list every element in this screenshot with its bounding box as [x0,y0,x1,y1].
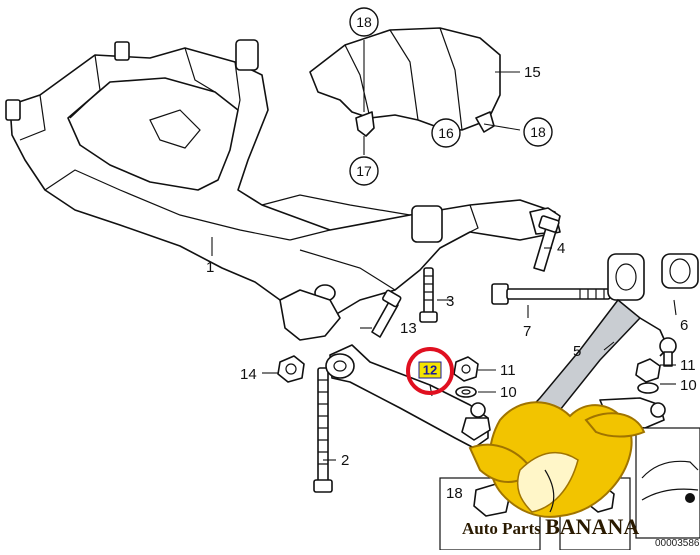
leader-lines [211,40,677,461]
callout-13: 13 [400,320,417,337]
callout-3: 3 [446,293,454,310]
highlighted-part-marker: 12 [406,347,454,395]
nut-11-right [635,358,661,383]
callout-circle-18-top [349,7,379,37]
callout-18-top: 18 [356,14,372,30]
inset-box-right [635,427,700,539]
highlight-box [418,361,442,379]
wishbone-control-arm [325,344,491,449]
watermark-text: Auto Parts BANANA [462,514,639,539]
callout-17: 17 [356,163,372,179]
callout-16: 16 [438,125,454,141]
highlight-circle [406,347,454,395]
callout-6: 6 [680,317,688,334]
bolt-short [419,267,438,323]
callout-10: 10 [500,384,517,401]
callout-circle-17 [349,156,379,186]
callout-1: 1 [206,259,214,276]
callout-14: 14 [240,366,257,383]
callout-11-right: 11 [680,357,696,374]
callout-circle-18-right [523,117,553,147]
callout-4: 4 [557,240,565,257]
callout-7: 7 [523,323,531,340]
long-bolt-7 [491,283,611,305]
heat-shield [309,27,501,137]
washer-10 [455,386,477,398]
nut-11 [453,356,479,382]
callout-18-right: 18 [530,124,546,140]
callout-12: 12 [423,363,437,378]
nut-14 [277,355,305,383]
bolt-angled [533,215,560,272]
callout-18-inset: 18 [446,485,463,502]
bolt-13 [371,289,402,338]
bushing-6 [661,253,699,289]
callout-11: 11 [500,362,516,379]
banana-logo [468,401,646,518]
callout-labels: 1 2 3 4 5 6 7 10 10 11 11 13 14 15 18 16… [206,7,697,502]
car-reference-dot [685,493,695,503]
long-bolt [313,367,333,493]
callout-15: 15 [524,64,541,81]
callout-5: 5 [573,343,581,360]
callout-circle-16 [431,118,461,148]
washer-10-right [637,382,659,394]
callout-10-right: 10 [680,377,697,394]
front-axle-subframe [5,39,561,341]
callout-2: 2 [341,452,349,469]
bushing-mount [607,253,645,301]
image-code: 00003586 [655,538,700,549]
